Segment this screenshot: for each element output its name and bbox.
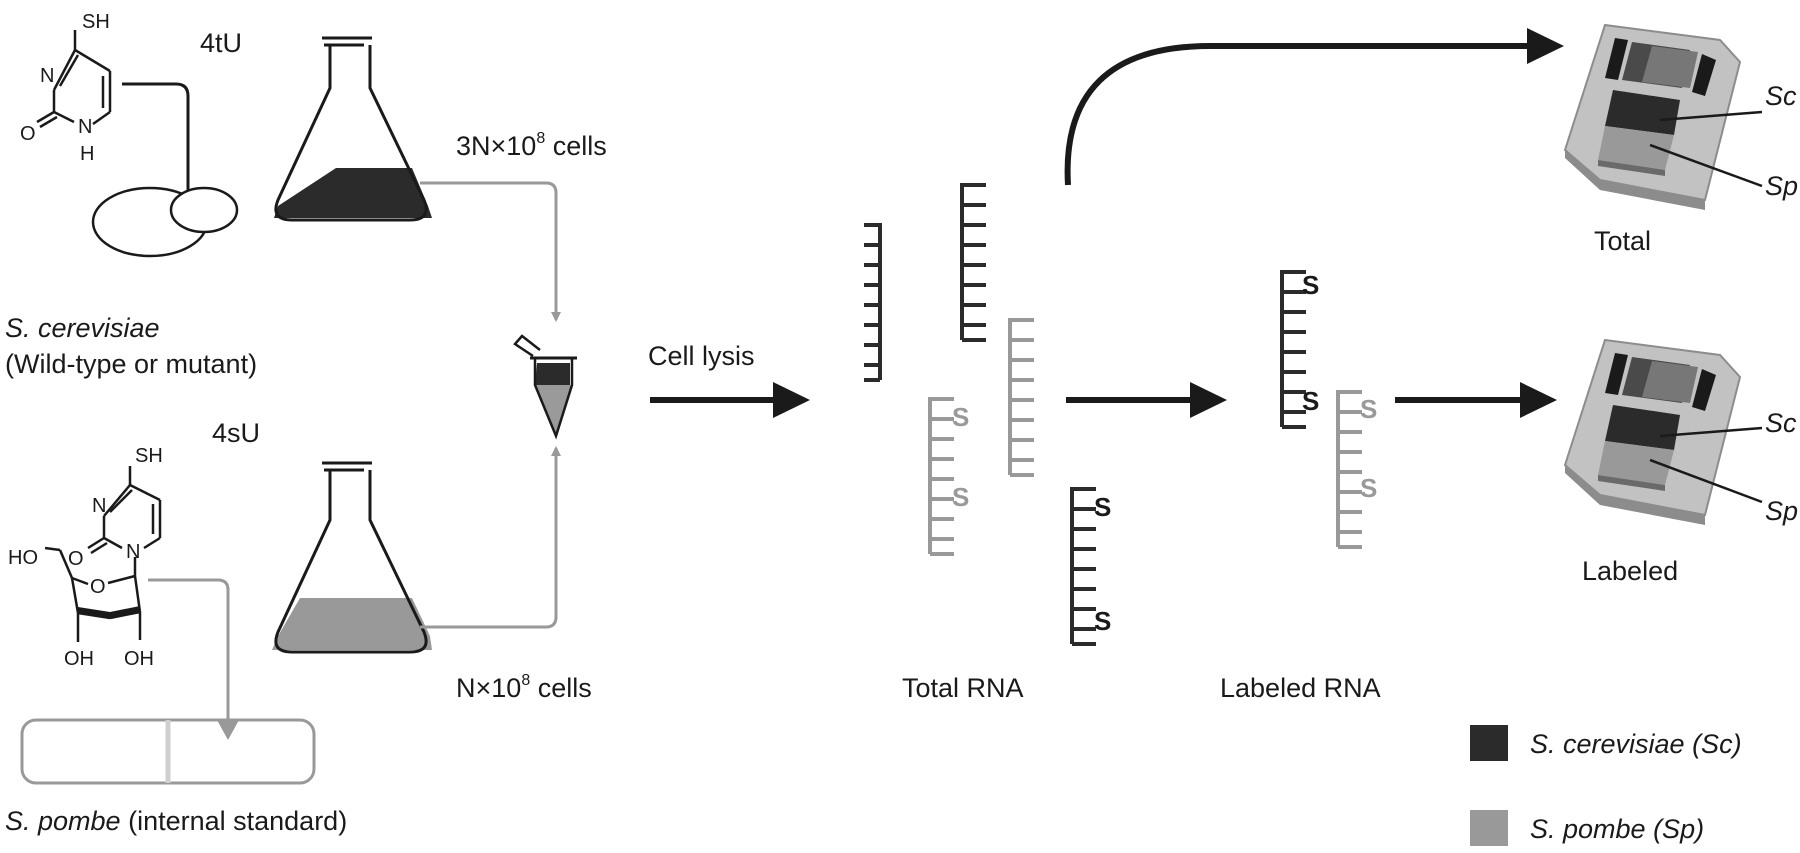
- labeled-rna-strand-sp: [1336, 390, 1362, 549]
- legend-sc-label: S. cerevisiae (Sc): [1530, 729, 1742, 759]
- labeled-chip-sp-pointer: [1649, 458, 1763, 504]
- thiouridine-uptake-arrowhead: [217, 720, 239, 740]
- thiouridine-oh-label-left: OH: [64, 648, 94, 670]
- sp-cell-count-unit: cells: [530, 673, 592, 703]
- thiouridine-n-label: N: [92, 495, 106, 517]
- rna-strand-sc-1: [864, 223, 882, 382]
- total-rna-label: Total RNA: [902, 673, 1024, 703]
- labeled-rna-to-array-arrow: [1395, 382, 1557, 418]
- thiouridine-ring-o-label: O: [90, 576, 106, 598]
- labeled-microarray-chip-icon: [1563, 338, 1742, 525]
- cell-lysis-arrow: [650, 382, 810, 418]
- labeled-array-label: Labeled: [1582, 556, 1678, 586]
- thiouridine-uptake-arrow: [148, 578, 230, 720]
- sp-to-tube-connector: [420, 446, 561, 629]
- thiouracil-name: 4tU: [200, 28, 242, 58]
- thiouracil-sh-label: SH: [82, 11, 110, 33]
- labeled-chip-sc-pointer: [1659, 426, 1763, 438]
- thiouracil-structure: [36, 30, 112, 129]
- labeled-rna-strand-sc: [1280, 270, 1306, 429]
- thiouracil-uptake-arrow: [122, 82, 190, 193]
- rna-strand-sp-1: [1008, 318, 1034, 477]
- rna-strand-sc-2: [960, 183, 986, 342]
- thiouridine-ho-label: HO: [8, 547, 38, 569]
- legend-sp-label: S. pombe (Sp): [1530, 814, 1704, 844]
- labeled-thio-mark-sp-lower: S: [1360, 473, 1377, 503]
- legend-sp-swatch: [1470, 810, 1508, 846]
- sp-organism-subtitle: (internal standard): [121, 806, 348, 836]
- total-chip-sc-pointer: [1659, 110, 1763, 122]
- thiouridine-bold-bond: [78, 606, 140, 618]
- total-chip-sc-label: Sc: [1765, 81, 1797, 111]
- thiouracil-nh-label: N: [78, 116, 92, 138]
- thiouridine-sh-label: SH: [135, 445, 163, 467]
- labeled-rna-label: Labeled RNA: [1220, 673, 1381, 703]
- thio-mark-sc-lower: S: [1094, 606, 1111, 636]
- sp-organism-name: S. pombe: [5, 806, 121, 836]
- total-microarray-chip-icon: [1563, 23, 1742, 210]
- total-array-label: Total: [1594, 226, 1651, 256]
- labeled-thio-mark-sc-lower: S: [1302, 386, 1319, 416]
- legend-sc-swatch: [1470, 725, 1508, 761]
- sc-cell-count-unit: cells: [545, 131, 607, 161]
- labeled-chip-sc-label: Sc: [1765, 408, 1797, 438]
- thiouridine-name: 4sU: [212, 418, 260, 448]
- sp-culture-flask-icon: [272, 461, 432, 654]
- sc-cell-count-exponent: 8: [536, 130, 545, 147]
- sc-cell-count-base: 3N×10: [456, 131, 536, 161]
- total-chip-sp-label: Sp: [1765, 171, 1798, 201]
- rna-strand-sc-labeled: [1070, 487, 1096, 646]
- sc-cell-count: 3N×108 cells: [456, 130, 607, 161]
- rna-strand-sp-labeled: [928, 397, 954, 556]
- thio-mark-sp-upper: S: [952, 402, 969, 432]
- thiouridine-oh-label-right: OH: [124, 648, 154, 670]
- sc-to-tube-connector: [420, 181, 561, 322]
- sp-cell-count-exponent: 8: [521, 672, 530, 689]
- thio-mark-sp-lower: S: [952, 482, 969, 512]
- labeled-thio-mark-sp-upper: S: [1360, 394, 1377, 424]
- total-rna-to-array-arrow: [1064, 28, 1564, 186]
- cell-lysis-label: Cell lysis: [648, 341, 755, 371]
- purification-arrow: [1066, 382, 1227, 418]
- sp-cell-count-base: N×10: [456, 673, 521, 703]
- thiouracil-n-label: N: [40, 65, 54, 87]
- sc-organism-name: S. cerevisiae: [5, 313, 160, 343]
- thiouridine-n1-label: N: [126, 541, 140, 563]
- thiouracil-o-label: O: [20, 123, 36, 145]
- budding-yeast-cell-icon: [91, 186, 239, 258]
- sc-organism-subtitle: (Wild-type or mutant): [5, 349, 257, 379]
- labeled-thio-mark-sc-upper: S: [1302, 270, 1319, 300]
- labeled-chip-sp-label: Sp: [1765, 496, 1798, 526]
- microcentrifuge-tube-icon: [513, 334, 577, 440]
- sc-culture-flask-icon: [274, 36, 432, 222]
- total-chip-sp-pointer: [1649, 143, 1763, 188]
- thiouracil-h-label: H: [80, 143, 94, 165]
- thiouridine-o-label: O: [68, 548, 84, 570]
- sp-cell-count: N×108 cells: [456, 672, 592, 703]
- thio-mark-sc-upper: S: [1094, 492, 1111, 522]
- fission-yeast-cell-icon: [20, 718, 316, 785]
- sp-organism-line: S. pombe (internal standard): [5, 806, 347, 836]
- legend: S. cerevisiae (Sc) S. pombe (Sp): [1470, 725, 1742, 846]
